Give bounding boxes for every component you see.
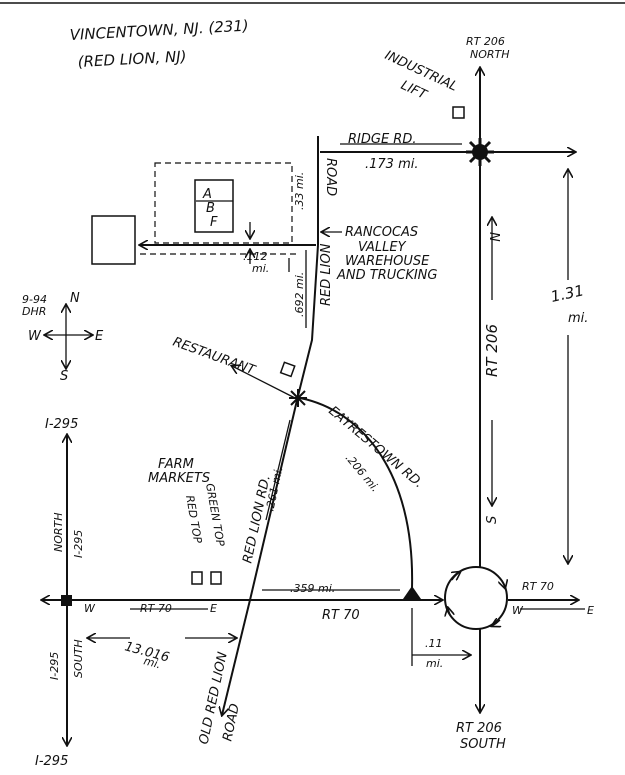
rt70-left-label: RT 70	[140, 602, 172, 615]
old-red-lion-road	[222, 599, 251, 715]
red-lion-upper-label: RED LION	[319, 243, 334, 306]
warehouse-label-2: VALLEY	[358, 240, 407, 255]
red-top-building	[191, 571, 203, 585]
ridge-rt206-intersection	[466, 138, 494, 166]
initials-stamp: DHR	[22, 305, 46, 318]
rt206-distance-2: mi.	[568, 311, 588, 326]
eayrestown-triangle	[403, 586, 421, 599]
rt70-right-e: E	[587, 604, 594, 617]
eayrestown-road	[299, 397, 414, 589]
rt70-segment-distance: .359 mi.	[290, 582, 335, 595]
rt206-north-label: RT 206	[466, 35, 505, 48]
red-lion-lower-measure	[265, 419, 291, 521]
rt70-main-label: RT 70	[322, 608, 360, 623]
rt70-left-w: W	[84, 602, 96, 615]
red-lion-mid-distance: .692 mi.	[293, 272, 306, 317]
compass-n: N	[70, 291, 80, 306]
circle-arrow-2	[500, 577, 505, 588]
industrial-lift-building	[452, 106, 465, 119]
rt206-n-letter: N	[486, 232, 501, 242]
ridge-rd-label: RIDGE RD.	[348, 132, 416, 147]
rt206-south-sub: SOUTH	[460, 737, 506, 752]
red-top-label: RED TOP	[183, 494, 204, 544]
restaurant-building	[279, 361, 296, 378]
red-lion-road-lower-upper	[297, 244, 319, 397]
warehouse-label-1: RANCOCAS	[345, 225, 418, 240]
farm-markets-label-2: MARKETS	[148, 471, 210, 486]
farm-markets-label-1: FARM	[158, 457, 194, 472]
red-lion-road-lower	[249, 395, 299, 601]
title-line2: (RED LION, NJ)	[77, 47, 187, 71]
i295-distance-2: mi.	[142, 654, 162, 671]
abf-letter-a: A	[202, 187, 212, 202]
i295-south-label: SOUTH	[72, 639, 85, 678]
restaurant-pointer	[232, 366, 296, 399]
abf-letter-f: F	[210, 215, 218, 230]
circle-distance-2: mi.	[426, 657, 443, 670]
warehouse-label-3: WAREHOUSE	[345, 254, 430, 269]
driveway-distance-2: mi.	[252, 262, 269, 275]
warehouse-building	[91, 215, 136, 265]
rt206-north-sub: NORTH	[470, 48, 510, 61]
date-stamp: 9-94	[22, 293, 47, 306]
rt206-south-label: RT 206	[456, 721, 502, 736]
i295-north-num: I-295	[72, 530, 85, 558]
title-line1: VINCENTOWN, NJ. (231)	[69, 17, 249, 44]
driveway-distance-1: .112	[243, 250, 268, 263]
ridge-distance: .173 mi.	[365, 157, 419, 172]
compass-w: W	[28, 329, 42, 344]
i295-top-label: I-295	[45, 417, 78, 432]
rt70-right-label: RT 70	[522, 580, 554, 593]
i295-north-label: NORTH	[52, 512, 65, 552]
compass-s: S	[60, 369, 68, 384]
abf-building	[194, 179, 234, 233]
rt70-right-w: W	[512, 604, 524, 617]
road-upper-label: ROAD	[323, 158, 338, 196]
compass-e: E	[95, 329, 104, 344]
warehouse-label-4: AND TRUCKING	[336, 268, 437, 283]
abf-property-outline	[154, 162, 293, 244]
circle-distance-1: .11	[425, 637, 443, 650]
green-top-building	[210, 571, 222, 585]
rt70-left-e: E	[210, 602, 217, 615]
circle-arrow-4	[448, 608, 452, 619]
circle-arrow-1	[452, 572, 460, 580]
i295-bottom-label: I-295	[35, 754, 68, 769]
traffic-circle	[444, 566, 508, 630]
eayrestown-distance: .206 mi.	[343, 452, 382, 495]
red-lion-upper-distance: .33 mi.	[293, 172, 306, 210]
rt206-distance-1: 1.31	[549, 281, 585, 306]
rt206-vertical-label: RT 206	[483, 324, 501, 377]
green-top-label: GREEN TOP	[203, 482, 227, 547]
industrial-lift-label-2: LIFT	[398, 78, 429, 103]
circle-arrow-3	[492, 620, 500, 626]
i295-south-num: I-295	[48, 652, 61, 680]
rt206-s-letter: S	[485, 516, 500, 524]
abf-letter-b: B	[206, 201, 215, 216]
